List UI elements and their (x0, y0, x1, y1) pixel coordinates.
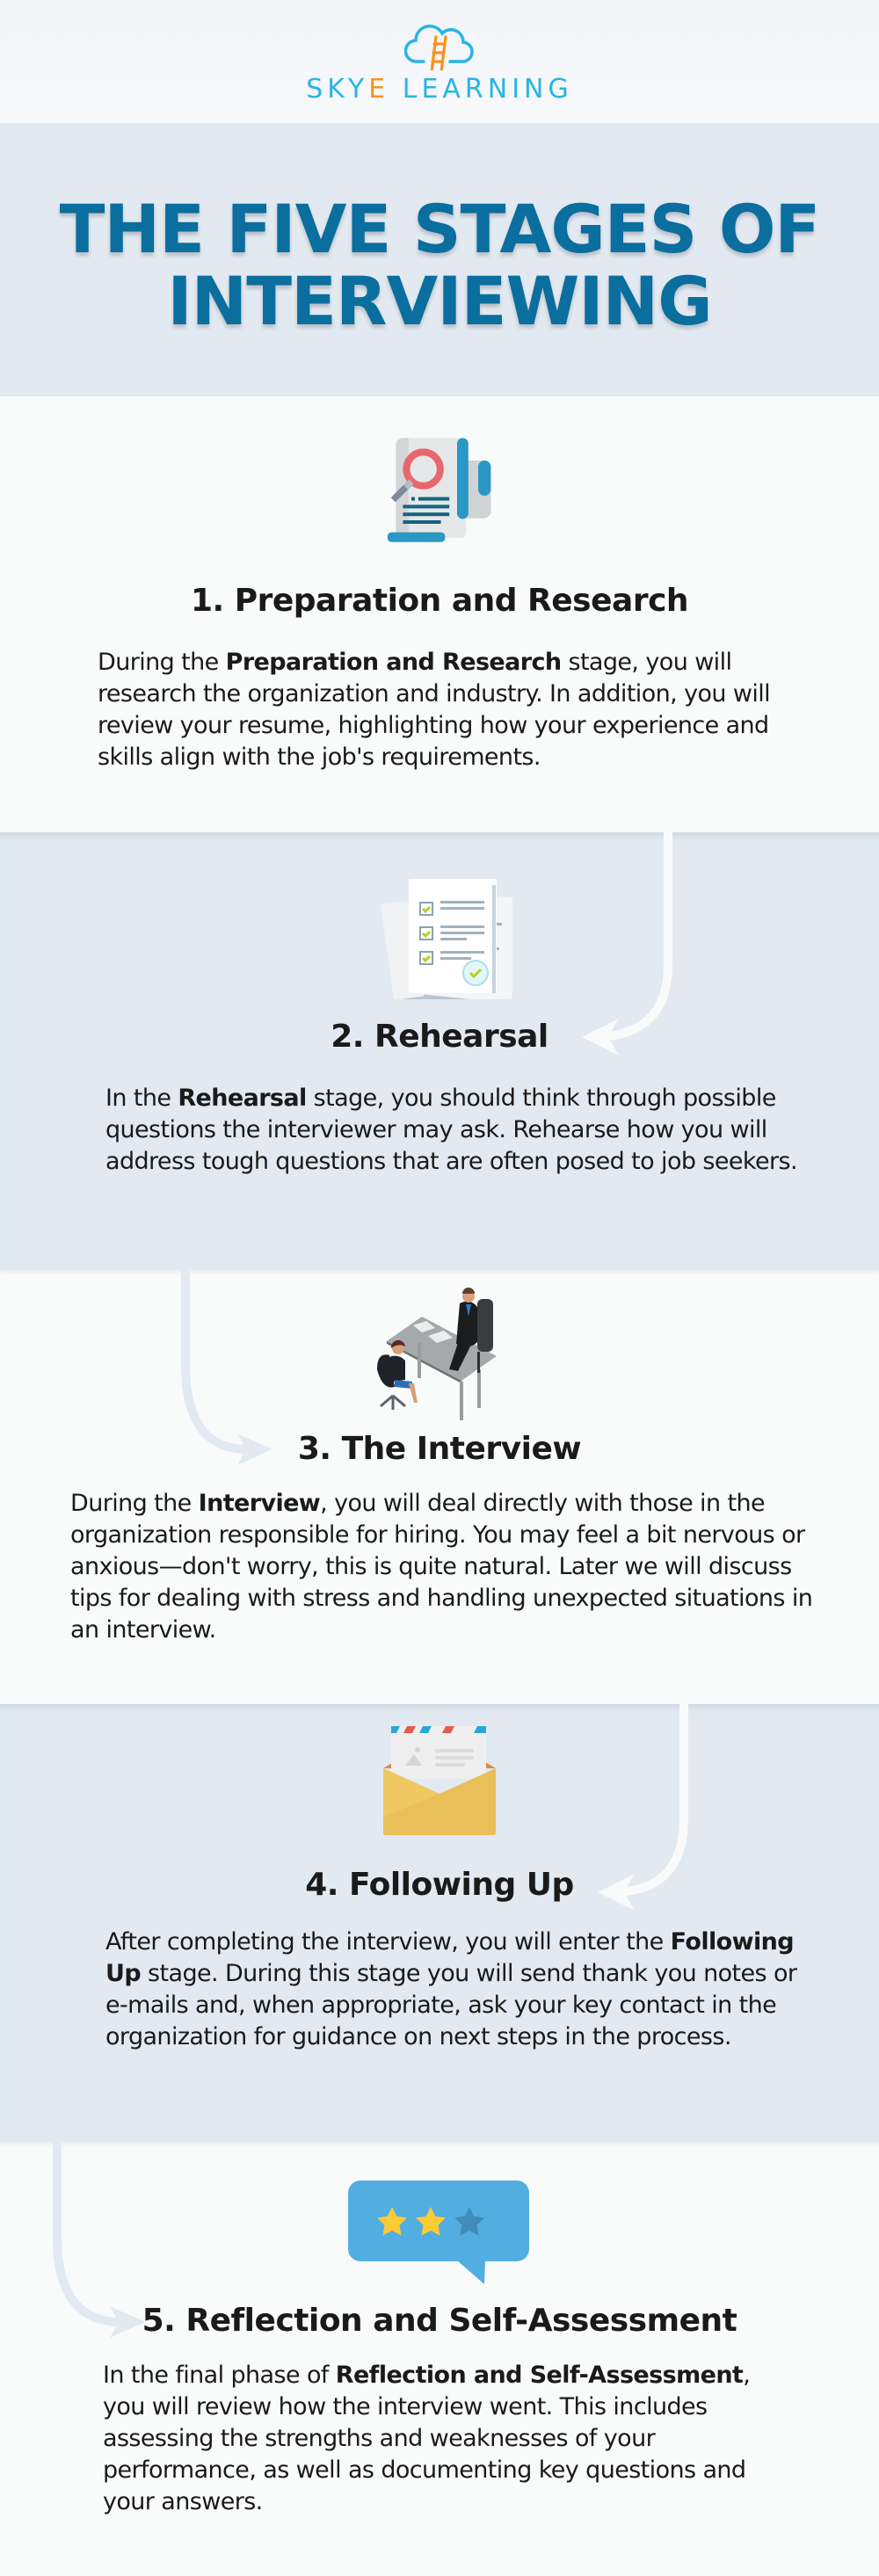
stage-4-description: After completing the interview, you will… (105, 1927, 800, 2053)
stage-5-description: In the final phase of Reflection and Sel… (103, 2360, 797, 2518)
document-magnifier-icon (387, 438, 491, 542)
brand-name-part1: SKY (306, 74, 369, 105)
title-line-1: THE FIVE STAGES OF (59, 190, 821, 268)
interview-desk-icon (377, 1288, 497, 1420)
stage-4-keyword: Following Up (105, 1928, 795, 1987)
brand-name-part2: LEARNING (389, 74, 573, 105)
flow-arrow-2-to-3-icon (181, 1268, 272, 1465)
flow-arrow-3-to-4-icon (598, 1704, 688, 1911)
stage-2-heading: 2. Rehearsal (331, 1019, 548, 1055)
text-segment: After completing the interview, you will… (105, 1928, 671, 1956)
stage-3-keyword: Interview (198, 1490, 321, 1517)
stage-5-section: 5. Reflection and Self-Assessment In the… (0, 2140, 879, 2576)
stage-3-section: 3. The Interview During the Interview, y… (0, 1268, 879, 1704)
text-segment: stage, you will research the organizatio… (98, 649, 771, 771)
brand-name: SKYE LEARNING (0, 74, 879, 105)
text-segment: stage, you should think through possible… (105, 1085, 798, 1175)
title-line-2: INTERVIEWING (167, 262, 712, 340)
checklist-papers-icon (380, 879, 512, 999)
flow-arrow-4-to-5-icon (53, 2140, 145, 2338)
stage-1-keyword: Preparation and Research (225, 649, 562, 676)
page-title: THE FIVE STAGES OF INTERVIEWING (0, 193, 879, 337)
brand-name-accent: E (368, 74, 390, 105)
stage-4-section: 4. Following Up After completing the int… (0, 1704, 879, 2140)
rating-stars-bubble-icon (348, 2181, 529, 2284)
text-segment: stage. During this stage you will send t… (105, 1960, 797, 2050)
stage-3-heading: 3. The Interview (297, 1431, 582, 1467)
stage-1-description: During the Preparation and Research stag… (98, 647, 792, 773)
stage-5-heading: 5. Reflection and Self-Assessment (142, 2303, 737, 2339)
logo-header: SKYE LEARNING (0, 0, 879, 123)
title-banner: THE FIVE STAGES OF INTERVIEWING (0, 123, 879, 396)
stage-4-heading: 4. Following Up (305, 1867, 574, 1903)
text-segment: , you will deal directly with those in t… (70, 1490, 813, 1644)
text-segment: During the (98, 649, 226, 676)
stage-2-description: In the Rehearsal stage, you should think… (105, 1083, 800, 1178)
text-segment: During the (70, 1490, 199, 1517)
stage-1-section: 1. Preparation and Research During the P… (0, 396, 879, 832)
stage-1-heading: 1. Preparation and Research (190, 583, 689, 619)
text-segment: In the (105, 1085, 178, 1112)
text-segment: In the final phase of (103, 2362, 336, 2389)
cloud-ladder-icon (404, 25, 474, 70)
flow-arrow-1-to-2-icon (582, 832, 672, 1056)
stage-2-section: 2. Rehearsal In the Rehearsal stage, you… (0, 832, 879, 1268)
text-segment: , you will review how the interview went… (103, 2362, 751, 2515)
stage-3-description: During the Interview, you will deal dire… (70, 1488, 817, 1646)
envelope-letter-icon (383, 1726, 496, 1835)
stage-5-keyword: Reflection and Self-Assessment (335, 2362, 744, 2389)
stage-2-keyword: Rehearsal (178, 1085, 307, 1112)
